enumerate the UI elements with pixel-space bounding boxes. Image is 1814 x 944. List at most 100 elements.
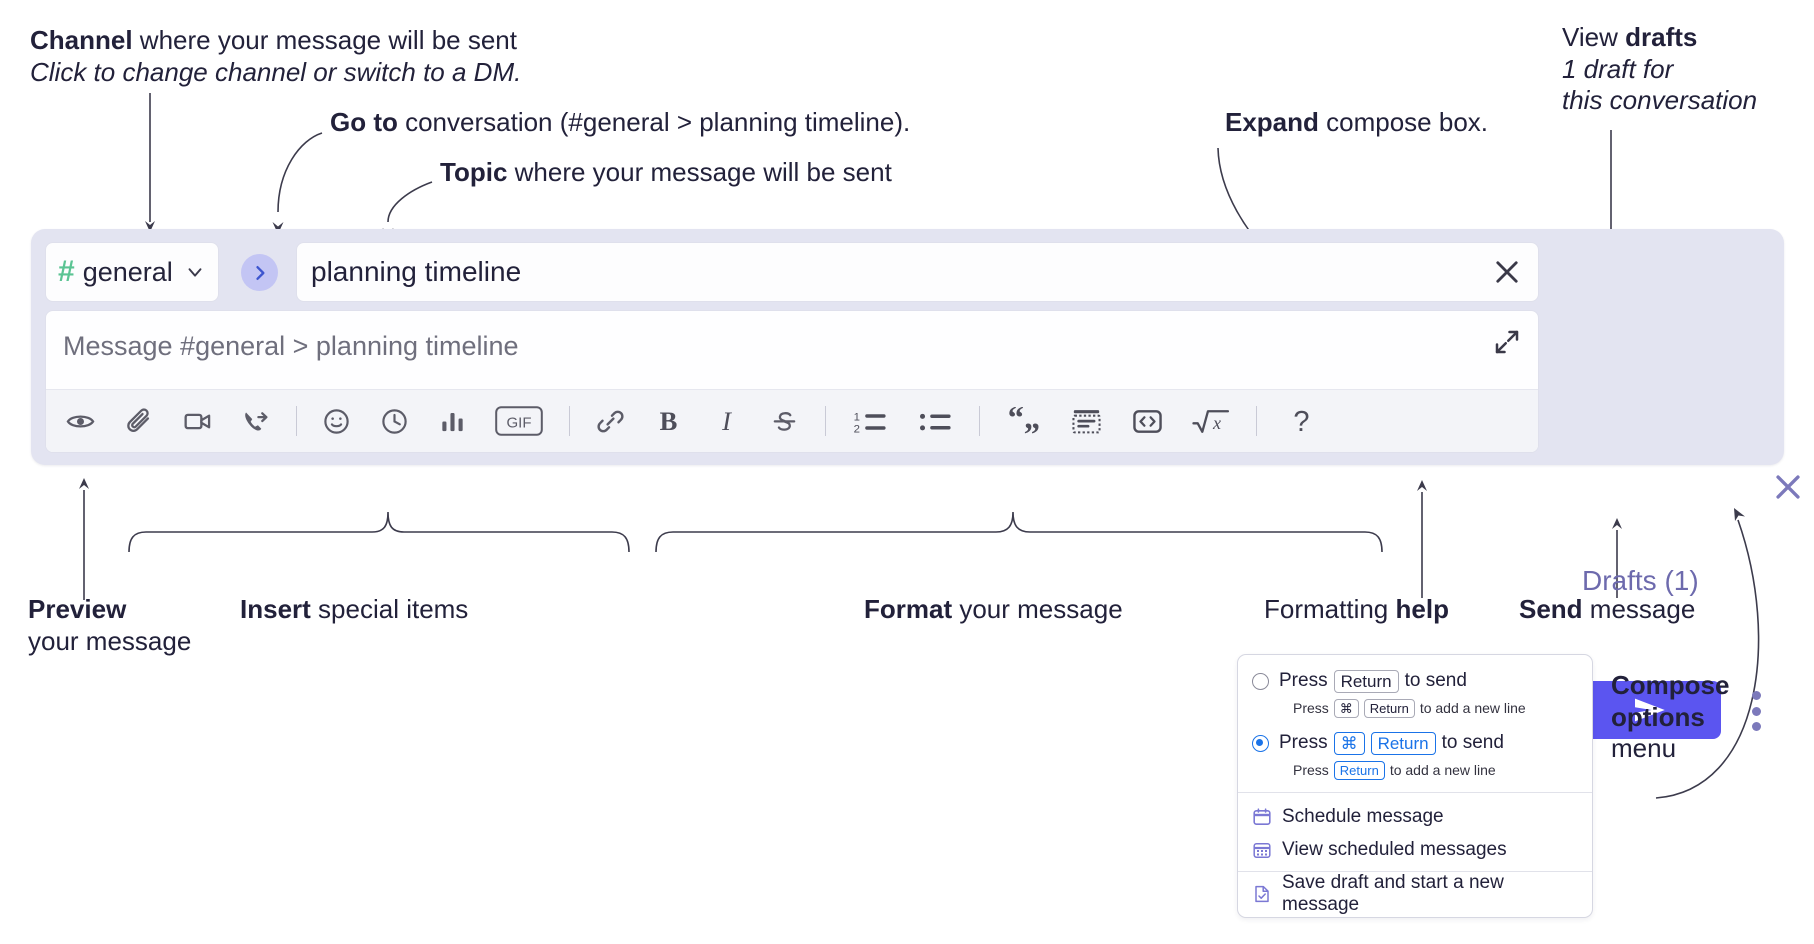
topic-input[interactable]: planning timeline [296, 242, 1539, 302]
annotation-insert-rest: special items [310, 594, 469, 624]
annotation-compose-l2: options [1611, 701, 1705, 732]
close-icon[interactable] [1771, 470, 1805, 504]
goto-conversation-button[interactable] [241, 254, 278, 291]
opt1-sub-post: to add a new line [1419, 700, 1526, 716]
annotation-format-rest: your message [952, 594, 1123, 624]
annotation-format: Format your message [864, 594, 1123, 626]
key-return: Return [1333, 669, 1399, 693]
channel-name: general [82, 256, 173, 287]
annotation-send-rest: message [1582, 594, 1696, 624]
annotation-drafts-l3: this conversation [1562, 85, 1758, 116]
key-return: Return [1370, 731, 1436, 755]
compose-inner: # general planning timeline [45, 242, 1539, 453]
annotation-drafts-l2: 1 draft for [1562, 53, 1674, 84]
ordered-list-icon[interactable]: 1 2 [852, 407, 888, 436]
send-option-return[interactable]: Press Return to send [1238, 666, 1592, 696]
bulleted-list-icon[interactable] [917, 407, 953, 436]
annotation-drafts: View drafts 1 draft for this conversatio… [1562, 22, 1757, 117]
annotation-expand: Expand compose box. [1225, 107, 1488, 139]
key-return: Return [1363, 698, 1415, 718]
preview-icon[interactable] [66, 407, 95, 436]
topic-value: planning timeline [311, 256, 522, 287]
emoji-icon[interactable] [322, 407, 351, 436]
expand-diagonal-icon[interactable] [1492, 327, 1522, 357]
annotation-help-pre: Formatting [1264, 594, 1396, 624]
save-draft-icon [1252, 884, 1272, 904]
gif-icon[interactable]: GIF [495, 406, 543, 436]
menu-divider [1238, 871, 1592, 872]
radio-unselected-icon[interactable] [1252, 672, 1269, 690]
opt2-post: to send [1441, 732, 1504, 753]
hash-icon: # [58, 255, 75, 288]
message-placeholder: Message #general > planning timeline [63, 331, 519, 361]
svg-text:2: 2 [854, 423, 860, 435]
link-icon[interactable] [596, 407, 625, 436]
annotation-help-bold: help [1395, 594, 1449, 624]
menu-item-label: Save draft and start a new message [1282, 871, 1504, 915]
video-camera-icon[interactable] [183, 407, 212, 436]
annotation-expand-rest: compose box. [1318, 107, 1489, 137]
menu-item-view-scheduled[interactable]: View scheduled messages [1238, 833, 1592, 866]
code-block-icon[interactable] [1070, 407, 1103, 436]
compose-options-menu: Press Return to send Press ⌘ Return to a… [1237, 654, 1593, 918]
toolbar-divider [296, 406, 297, 436]
toolbar-divider [825, 406, 826, 436]
toolbar-divider [569, 406, 570, 436]
bold-icon[interactable]: B [654, 407, 683, 436]
send-option-cmd-return[interactable]: Press ⌘ Return to send [1238, 728, 1592, 758]
clock-icon[interactable] [380, 407, 409, 436]
annotation-compose-options: Compose options menu [1611, 670, 1729, 765]
menu-item-label: Schedule message [1282, 805, 1444, 827]
annotation-goto: Go to conversation (#general > planning … [330, 107, 910, 139]
menu-item-save-draft[interactable]: Save draft and start a new message [1238, 872, 1592, 915]
annotation-goto-bold: Go to [330, 107, 398, 137]
annotation-channel-sub: Click to change channel or switch to a D… [30, 56, 522, 87]
dot [1751, 691, 1761, 700]
attachment-icon[interactable] [125, 407, 154, 436]
annotation-send-bold: Send [1519, 594, 1583, 624]
radio-selected-icon[interactable] [1252, 734, 1269, 752]
opt2-sub-post: to add a new line [1389, 762, 1496, 778]
dot [1751, 706, 1761, 716]
calendar-schedule-icon [1252, 807, 1272, 827]
calendar-grid-icon [1252, 840, 1272, 860]
key-command: ⌘ [1333, 731, 1365, 755]
annotation-send: Send message [1519, 594, 1695, 626]
annotation-topic-bold: Topic [440, 157, 508, 187]
opt2-pre: Press [1279, 732, 1328, 753]
annotation-insert: Insert special items [240, 594, 468, 626]
toolbar-divider [979, 406, 980, 436]
send-option-return-hint: Press ⌘ Return to add a new line [1238, 696, 1592, 720]
annotation-insert-bold: Insert [240, 594, 311, 624]
compose-panel: # general planning timeline [31, 229, 1800, 739]
phone-forward-icon[interactable] [241, 407, 270, 436]
key-return: Return [1333, 760, 1385, 780]
message-input-box[interactable]: Message #general > planning timeline [45, 310, 1539, 453]
channel-row: # general planning timeline [45, 242, 1539, 302]
drafts-link[interactable]: Drafts (1) [1582, 565, 1699, 596]
send-button[interactable] [1576, 681, 1721, 739]
key-command: ⌘ [1333, 698, 1359, 718]
blockquote-icon[interactable]: “„ [1006, 407, 1042, 436]
annotation-compose-l3: menu [1611, 733, 1677, 764]
italic-icon[interactable]: I [712, 407, 741, 436]
more-vertical-icon[interactable] [1747, 691, 1765, 731]
svg-text:?: ? [1293, 407, 1309, 436]
opt1-post: to send [1404, 670, 1467, 691]
math-icon[interactable]: x [1190, 407, 1232, 436]
channel-selector[interactable]: # general [45, 242, 219, 302]
help-question-icon[interactable]: ? [1287, 407, 1316, 436]
inline-code-icon[interactable] [1131, 407, 1164, 436]
formatting-toolbar: GIF [46, 389, 1538, 452]
close-icon[interactable] [1490, 255, 1524, 289]
annotation-channel-rest: where your message will be sent [132, 25, 517, 55]
annotation-channel: Channel where your message will be sent … [30, 25, 521, 88]
toolbar-divider [1256, 406, 1257, 436]
dot [1751, 722, 1761, 731]
opt1-sub-pre: Press [1293, 700, 1329, 716]
menu-item-schedule-message[interactable]: Schedule message [1238, 800, 1592, 833]
poll-bars-icon[interactable] [438, 407, 467, 436]
svg-text:B: B [660, 407, 678, 436]
opt2-sub-pre: Press [1293, 762, 1329, 778]
strikethrough-icon[interactable] [770, 407, 799, 436]
